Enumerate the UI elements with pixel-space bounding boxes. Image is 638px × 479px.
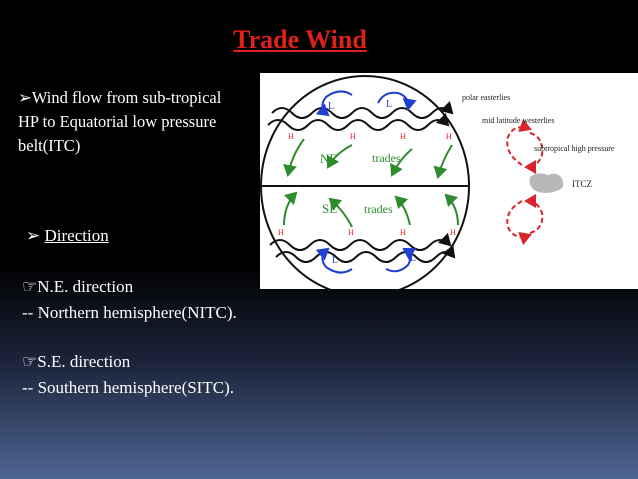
ne-direction-line: ☞N.E. direction [22,277,133,297]
trades-label: trades [372,151,401,165]
trades-label: trades [364,202,393,216]
westerlies-line [268,120,448,130]
high-pressure-label: H [350,132,356,141]
low-pressure-label: L [410,253,416,264]
westerlies-line [276,252,454,262]
ne-trade-arrow [438,145,452,177]
direction-heading: ➢ Direction [26,226,109,246]
high-pressure-label: H [450,228,456,237]
ne-label: NE [320,151,337,166]
se-trade-arrow [396,197,410,225]
trade-wind-diagram: L L L L H H H H H H H H NE trades SE tra… [260,73,638,289]
high-pressure-label: H [348,228,354,237]
pointing-hand-icon: ☞ [22,352,37,371]
trade-wind-diagram-svg: L L L L H H H H H H H H NE trades SE tra… [260,73,638,289]
high-pressure-label: H [446,132,452,141]
se-direction-text: S.E. direction [37,352,130,371]
polar-easterlies-label: polar easterlies [462,93,510,102]
low-pressure-label: L [328,101,334,112]
intro-bullet-text: ➢Wind flow from sub-tropical HP to Equat… [18,86,243,158]
high-pressure-label: H [288,132,294,141]
ne-direction-text: N.E. direction [37,277,133,296]
arrow-bullet-icon: ➢ [18,88,32,107]
westerlies-line [272,108,452,118]
itcz-cloud-icon [530,173,564,193]
midlat-westerlies-label: mid latitude westerlies [482,116,554,125]
high-pressure-label: H [278,228,284,237]
circulation-arrow [507,201,530,237]
arrow-bullet-icon: ➢ [26,226,45,245]
high-pressure-label: H [400,132,406,141]
itcz-label: ITCZ [572,179,592,189]
low-pressure-label: L [332,255,338,266]
ne-hemisphere-text: -- Northern hemisphere(NITC). [22,303,237,323]
slide-title: Trade Wind [233,25,367,54]
se-label: SE [322,201,337,216]
se-trade-arrow [284,193,296,225]
title-box: Trade Wind [207,22,393,58]
circulation-arrow [526,201,542,233]
circulation-arrow [507,127,530,165]
se-hemisphere-text: -- Southern hemisphere(SITC). [22,378,234,398]
high-pressure-label: H [400,228,406,237]
pointing-hand-icon: ☞ [22,277,37,296]
ne-trade-arrow [288,139,304,175]
low-pressure-label: L [386,99,392,110]
subtropical-hp-label: subtropical high pressure [534,144,615,153]
se-trade-arrow [446,195,458,225]
westerlies-line [270,240,450,250]
polar-easterly-arrow [322,91,352,115]
polar-easterly-arrow [378,93,408,109]
se-direction-line: ☞S.E. direction [22,352,130,372]
intro-text: Wind flow from sub-tropical HP to Equato… [18,88,221,155]
direction-heading-text: Direction [45,226,109,245]
